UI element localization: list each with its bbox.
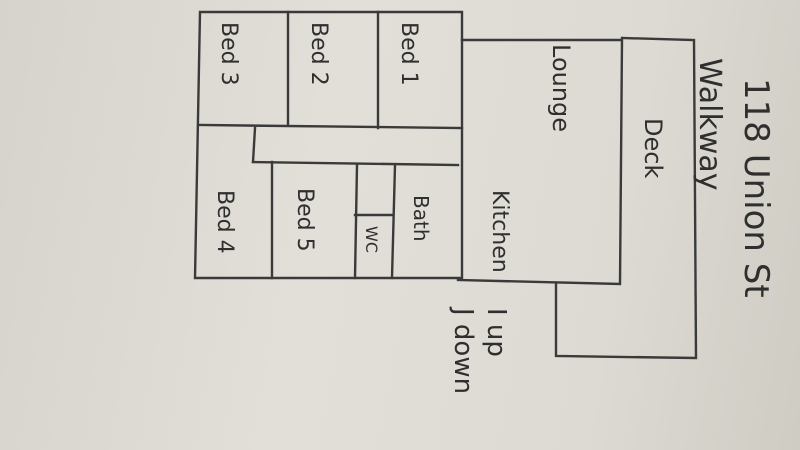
house-walls	[193, 10, 464, 280]
bed2-label: Bed 2	[306, 22, 331, 86]
deck-walls	[554, 36, 698, 360]
bed5-label: Bed 5	[292, 188, 317, 252]
bath-label: Bath	[409, 195, 433, 242]
walkway-label: Walkway	[692, 58, 727, 191]
bed3-label: Bed 3	[216, 22, 241, 86]
bed4-label: Bed 4	[212, 190, 237, 254]
bed1-label: Bed 1	[396, 22, 421, 86]
address-title: 118 Union St	[736, 78, 776, 298]
kitchen-label: Kitchen	[487, 190, 512, 273]
lounge-label: Lounge	[547, 44, 575, 132]
deck-label: Deck	[639, 118, 667, 178]
wc-label: WC	[362, 226, 381, 253]
up-legend: I up	[481, 308, 511, 357]
down-legend: J down	[448, 306, 478, 394]
lounge-kitchen-walls	[456, 38, 624, 286]
